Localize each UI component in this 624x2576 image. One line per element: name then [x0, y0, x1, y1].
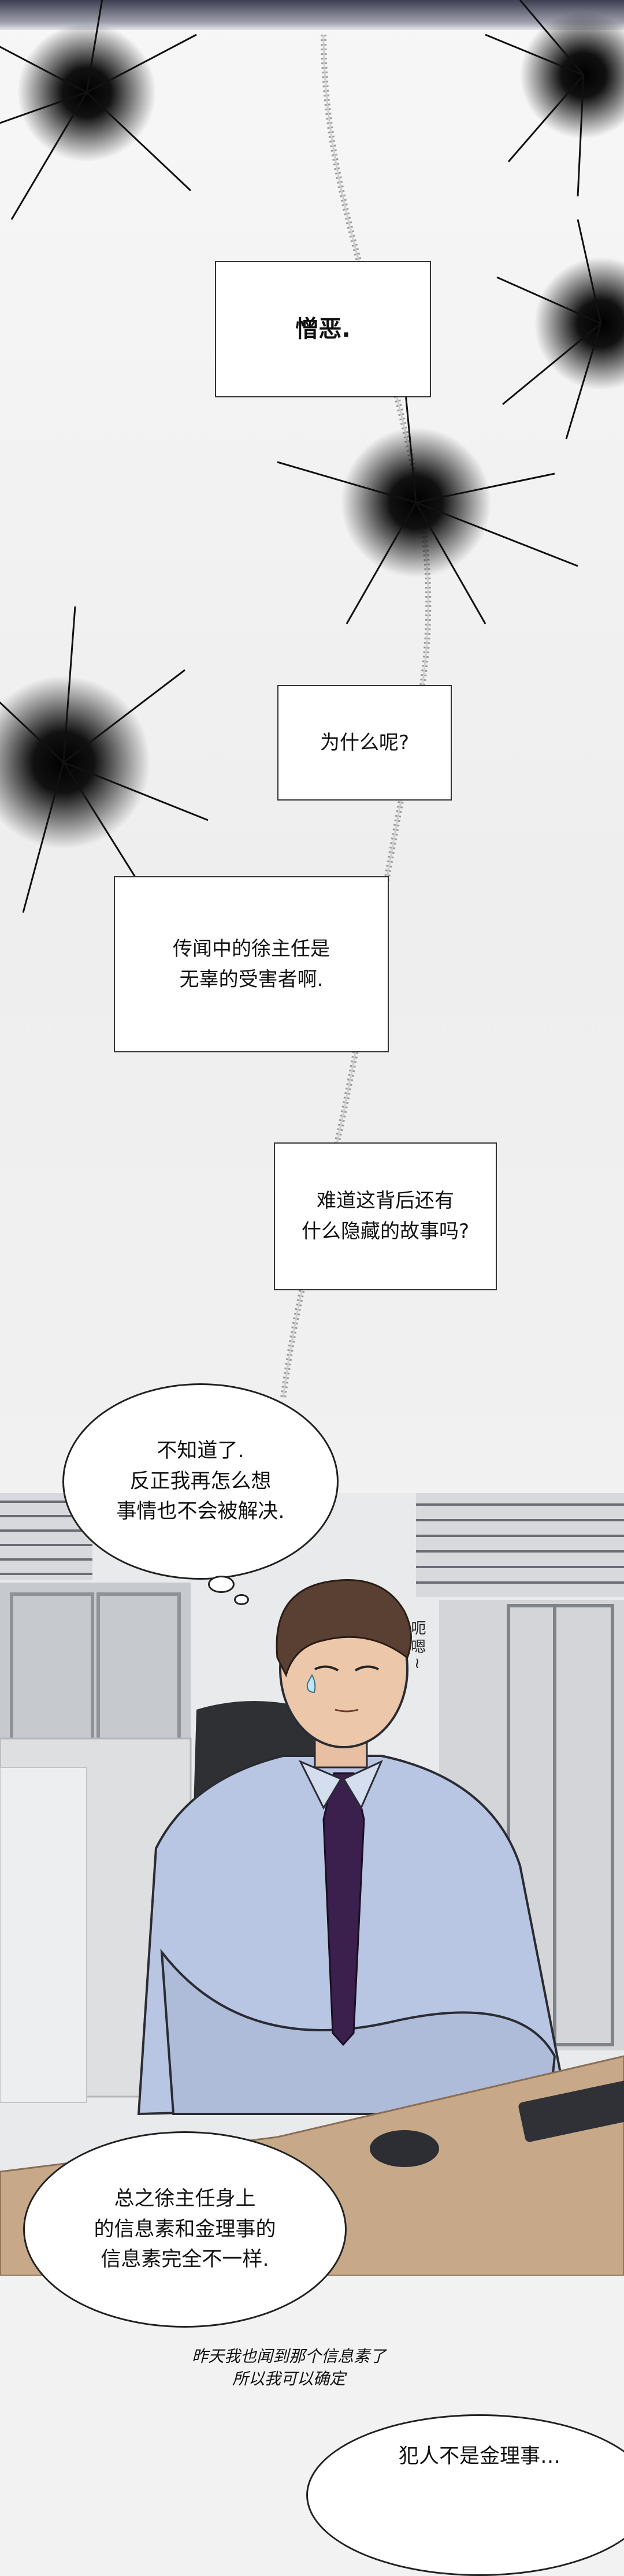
caption-rumor-text: 传闻中的徐主任是 无辜的受害者啊. — [173, 937, 330, 991]
ink-burst-top-right — [485, 0, 624, 197]
speech-bubble-culprit-text: 犯人不是金理事… — [398, 2445, 560, 2468]
top-panel-edge — [0, 0, 624, 30]
caption-hatred: 憎恶. — [215, 261, 431, 397]
ink-burst-left — [0, 606, 209, 913]
caption-why-text: 为什么呢? — [320, 731, 410, 754]
caption-hidden-story-text: 难道这背后还有 什么隐藏的故事吗? — [301, 1189, 470, 1243]
abstract-artwork — [0, 0, 624, 1398]
ink-burst-right — [496, 219, 624, 440]
caption-hatred-text: 憎恶. — [295, 316, 351, 343]
speech-bubble-pheromone-text: 总之徐主任身上 的信息素和金理事的 信息素完全不一样. — [94, 2187, 276, 2272]
office-back-window — [0, 1583, 191, 1756]
man-hair — [276, 1579, 412, 1678]
window-blinds-right — [416, 1493, 624, 1597]
thought-bubble: 不知道了. 反正我再怎么想 事情也不会被解决. — [62, 1383, 339, 1580]
man-crossed-arms — [160, 1948, 556, 2115]
speech-bubble-pheromone: 总之徐主任身上 的信息素和金理事的 信息素完全不一样. — [23, 2131, 347, 2328]
caption-why: 为什么呢? — [277, 685, 452, 801]
computer-mouse — [370, 2130, 439, 2167]
ink-burst-top-left — [0, 0, 197, 220]
thought-bubble-tail-small — [234, 1594, 249, 1605]
caption-hidden-story: 难道这背后还有 什么隐藏的故事吗? — [274, 1142, 497, 1290]
thought-bubble-text: 不知道了. 反正我再怎么想 事情也不会被解决. — [116, 1439, 285, 1524]
keyboard — [518, 2080, 624, 2142]
groan-sound-effect: 呃嗯~ — [408, 1620, 426, 1673]
thought-bubble-tail-large — [208, 1576, 235, 1593]
office-scene-artwork — [0, 1493, 624, 2277]
ink-burst-center — [277, 381, 578, 624]
handwritten-note: 昨天我也闻到那个信息素了 所以我可以确定 — [191, 2347, 386, 2389]
caption-rumor: 传闻中的徐主任是 无辜的受害者啊. — [114, 876, 389, 1052]
